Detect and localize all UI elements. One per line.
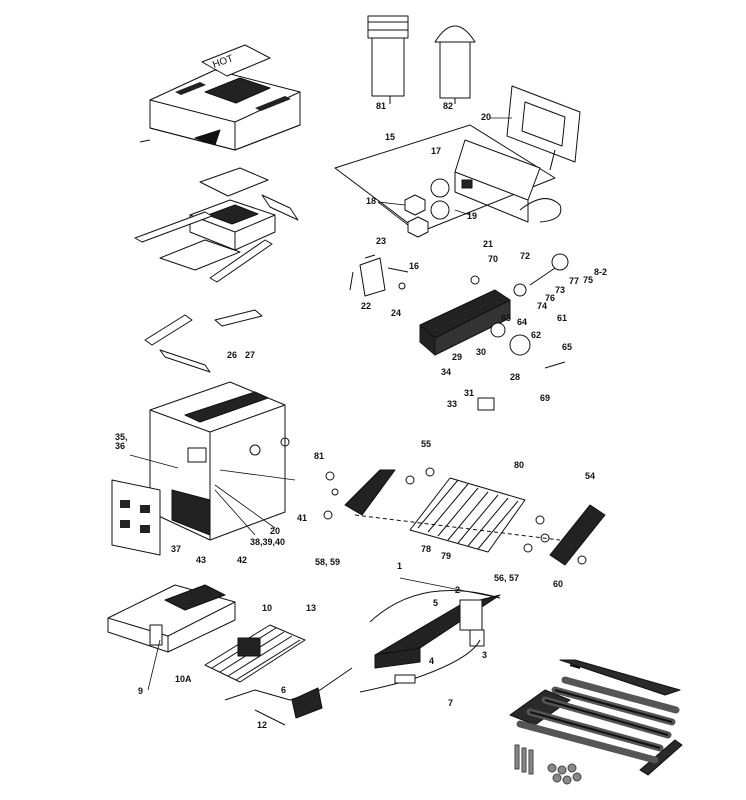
vent-cap-81 [367,15,409,104]
callout-31: 31 [464,388,475,398]
callout-75: 75 [583,275,594,285]
callout-65: 65 [562,342,573,352]
callout-76: 76 [545,293,556,303]
jacket-mid-assembly [134,167,299,283]
callout-37: 37 [171,544,182,554]
callout-77: 77 [569,276,580,286]
callout-42: 42 [237,555,248,565]
callout-33: 33 [447,399,458,409]
callout-35: 35, [115,432,128,442]
callout-9: 9 [138,686,144,696]
callout-10: 10 [262,603,273,613]
callout-7: 7 [448,698,454,708]
callout-3: 3 [482,650,488,660]
callout-30: 30 [476,347,487,357]
callout-43: 43 [196,555,207,565]
callout-17: 17 [431,146,442,156]
callout-10A: 10A [175,674,192,684]
heat-exchanger-photo [509,659,683,785]
callout-20b: 20 [270,526,281,536]
bezel-20 [506,85,581,171]
callout-56-57: 56, 57 [494,573,520,583]
callout-38-39-40: 38,39,40 [250,537,286,547]
vent-cap-82 [434,25,476,104]
callout-81b: 81 [314,451,325,461]
callout-4: 4 [429,656,435,666]
callout-36: 36 [115,441,126,451]
callout-58-59: 58, 59 [315,557,341,567]
callout-29: 29 [452,352,463,362]
callout-72: 72 [520,251,531,261]
callout-26: 26 [227,350,238,360]
leader-lines [129,117,512,691]
callout-54: 54 [585,471,596,481]
callout-55: 55 [421,439,432,449]
callout-74: 74 [537,301,548,311]
callout-16: 16 [409,261,420,271]
callout-70: 70 [488,254,499,264]
callout-27: 27 [245,350,256,360]
callout-69: 69 [540,393,551,403]
callout-5: 5 [433,598,439,608]
callout-8-2: 8-2 [594,267,608,277]
callout-28: 28 [510,372,521,382]
callout-20a: 20 [481,112,492,122]
callout-24: 24 [391,308,402,318]
heat-exchanger [323,467,606,566]
burner-tray [107,584,236,653]
access-door [111,479,161,556]
callout-63: 63 [501,313,512,323]
callout-82: 82 [443,101,454,111]
callout-62: 62 [531,330,542,340]
callout-79: 79 [441,551,452,561]
callout-34: 34 [441,367,452,377]
control-assembly-15 [334,124,562,238]
callout-6: 6 [281,685,287,695]
callout-22: 22 [361,301,372,311]
callout-21: 21 [483,239,494,249]
callout-23: 23 [376,236,387,246]
callout-64: 64 [517,317,528,327]
callout-2: 2 [455,585,461,595]
callout-61: 61 [557,313,568,323]
burner-tray-right [359,589,501,693]
gas-valve-61 [419,253,569,411]
callout-12: 12 [257,720,268,730]
callout-78: 78 [421,544,432,554]
callout-60: 60 [553,579,564,589]
callout-18: 18 [366,196,377,206]
cabinet-body [144,309,290,541]
callout-41: 41 [297,513,308,523]
jacket-top-assembly [139,44,301,151]
callout-13: 13 [306,603,317,613]
igniter-parts [349,254,409,297]
callout-73: 73 [555,285,566,295]
callout-1: 1 [397,561,403,571]
callout-80: 80 [514,460,525,470]
callout-19: 19 [467,211,478,221]
burner-assembly [204,624,353,726]
callout-15: 15 [385,132,396,142]
callout-81a: 81 [376,101,387,111]
